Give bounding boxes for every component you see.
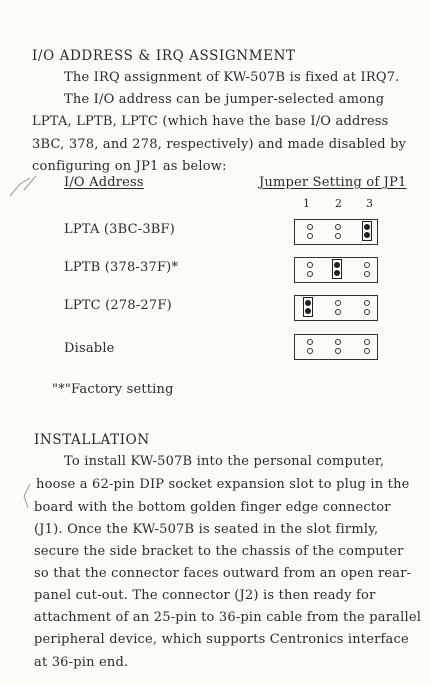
pin-open xyxy=(364,300,370,306)
paragraph-line: so that the connector faces outward from… xyxy=(34,566,412,581)
scan-mark xyxy=(23,483,31,509)
jumper-cap xyxy=(362,221,372,241)
jumper-diagram-disable xyxy=(294,334,378,360)
paragraph-line: peripheral device, which supports Centro… xyxy=(34,632,409,647)
pin-open xyxy=(364,271,370,277)
paragraph-line: To install KW-507B into the personal com… xyxy=(64,454,385,469)
pin-open xyxy=(364,262,370,268)
pin-open xyxy=(307,224,313,230)
section-heading-installation: INSTALLATION xyxy=(34,432,150,448)
paragraph-line: at 36-pin end. xyxy=(34,655,129,670)
column-header-io-address: I/O Address xyxy=(64,175,144,190)
paragraph-line: board with the bottom golden finger edge… xyxy=(34,500,391,515)
pin-open xyxy=(307,339,313,345)
jumper-cap xyxy=(332,259,342,279)
paragraph-line: secure the side bracket to the chassis o… xyxy=(34,544,404,559)
pin-number-1: 1 xyxy=(303,197,310,210)
paragraph-line: The I/O address can be jumper-selected a… xyxy=(64,92,385,107)
paragraph-line: 3BC, 378, and 278, respectively) and mad… xyxy=(32,137,407,152)
pin-open xyxy=(335,309,341,315)
pin-open xyxy=(364,348,370,354)
scan-mark xyxy=(9,175,37,197)
pin-number-2: 2 xyxy=(335,197,342,210)
jumper-diagram-lptb xyxy=(294,257,378,283)
pin-open xyxy=(335,348,341,354)
pin-open xyxy=(335,339,341,345)
footnote-factory-setting: "*"Factory setting xyxy=(52,382,174,397)
pin-open xyxy=(307,348,313,354)
row-label-lptb: LPTB (378-37F)* xyxy=(64,260,179,275)
pin-open xyxy=(335,233,341,239)
row-label-lptc: LPTC (278-27F) xyxy=(64,298,172,313)
jumper-cap xyxy=(303,297,313,317)
paragraph-line: LPTA, LPTB, LPTC (which have the base I/… xyxy=(32,114,389,129)
pin-open xyxy=(364,339,370,345)
pin-open xyxy=(307,262,313,268)
pin-number-3: 3 xyxy=(366,197,373,210)
paragraph-line: hoose a 62-pin DIP socket expansion slot… xyxy=(36,477,410,492)
pin-open xyxy=(307,271,313,277)
section-heading-io-address: I/O ADDRESS & IRQ ASSIGNMENT xyxy=(32,48,296,64)
pin-open xyxy=(364,309,370,315)
jumper-diagram-lptc xyxy=(294,295,378,321)
pin-open xyxy=(307,233,313,239)
pin-open xyxy=(335,224,341,230)
paragraph-line: panel cut-out. The connector (J2) is the… xyxy=(34,588,376,603)
paragraph-line: configuring on JP1 as below: xyxy=(32,159,227,174)
column-header-jumper-setting: Jumper Setting of JP1 xyxy=(259,175,407,190)
row-label-disable: Disable xyxy=(64,341,115,356)
row-label-lpta: LPTA (3BC-3BF) xyxy=(64,222,176,237)
paragraph-line: The IRQ assignment of KW-507B is fixed a… xyxy=(64,70,400,85)
jumper-diagram-lpta xyxy=(294,219,378,245)
pin-open xyxy=(335,300,341,306)
paragraph-line: attachment of an 25-pin to 36-pin cable … xyxy=(34,610,422,625)
paragraph-line: (J1). Once the KW-507B is seated in the … xyxy=(34,522,379,537)
